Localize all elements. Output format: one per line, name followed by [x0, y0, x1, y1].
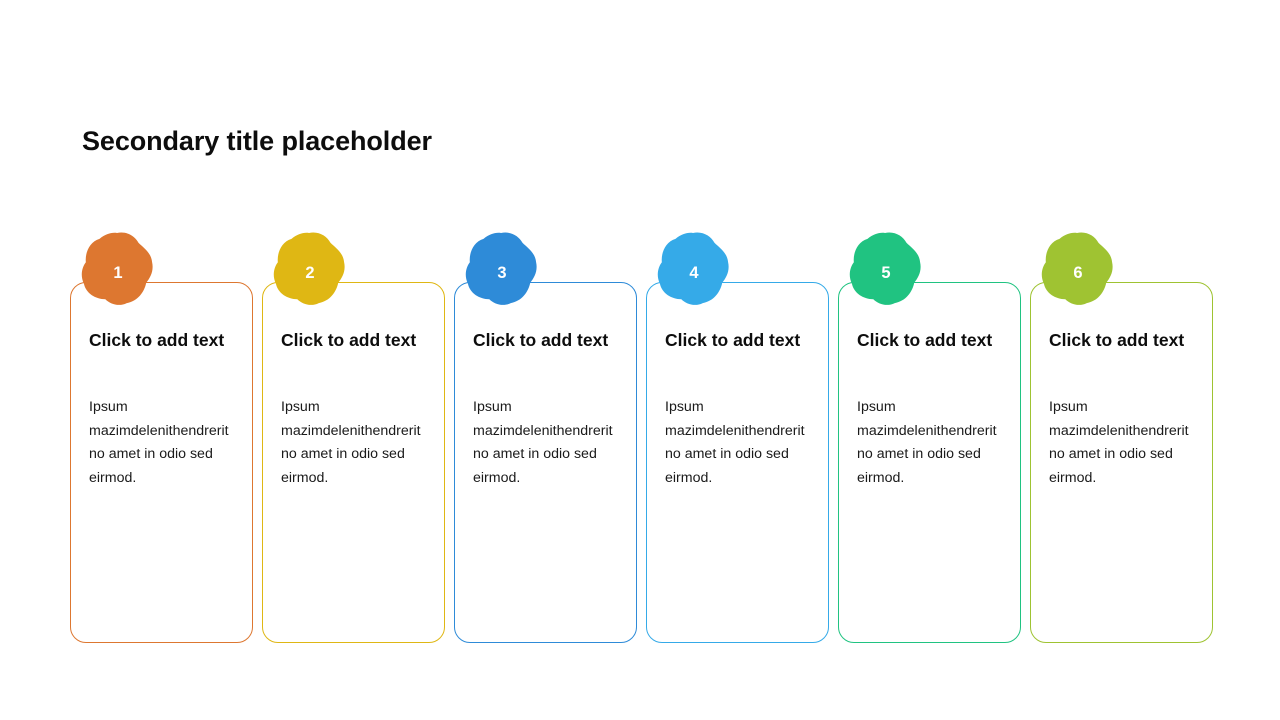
blob-icon [1041, 232, 1113, 305]
card-body-text[interactable]: Ipsum mazimdelenithendrerit no amet in o… [857, 399, 997, 486]
card-heading[interactable]: Click to add text [473, 330, 609, 350]
blob-icon [81, 232, 153, 305]
card-body-text[interactable]: Ipsum mazimdelenithendrerit no amet in o… [281, 399, 421, 486]
step-badge-6: 6 [1040, 232, 1116, 308]
step-badge-1: 1 [80, 232, 156, 308]
card-heading[interactable]: Click to add text [857, 330, 993, 350]
step-badge-3: 3 [464, 232, 540, 308]
card-body-text[interactable]: Ipsum mazimdelenithendrerit no amet in o… [1049, 399, 1189, 486]
card-body-text[interactable]: Ipsum mazimdelenithendrerit no amet in o… [665, 399, 805, 486]
blob-icon [273, 232, 345, 305]
card-heading[interactable]: Click to add text [89, 330, 225, 350]
card-heading[interactable]: Click to add text [281, 330, 417, 350]
page-title: Secondary title placeholder [82, 126, 432, 156]
step-badge-4: 4 [656, 232, 732, 308]
blob-icon [657, 232, 729, 305]
blob-icon [849, 232, 921, 305]
card-body-text[interactable]: Ipsum mazimdelenithendrerit no amet in o… [89, 399, 229, 486]
card-heading[interactable]: Click to add text [665, 330, 801, 350]
blob-icon [465, 232, 537, 305]
step-badge-5: 5 [848, 232, 924, 308]
card-heading[interactable]: Click to add text [1049, 330, 1185, 350]
card-body-text[interactable]: Ipsum mazimdelenithendrerit no amet in o… [473, 399, 613, 486]
step-badge-2: 2 [272, 232, 348, 308]
